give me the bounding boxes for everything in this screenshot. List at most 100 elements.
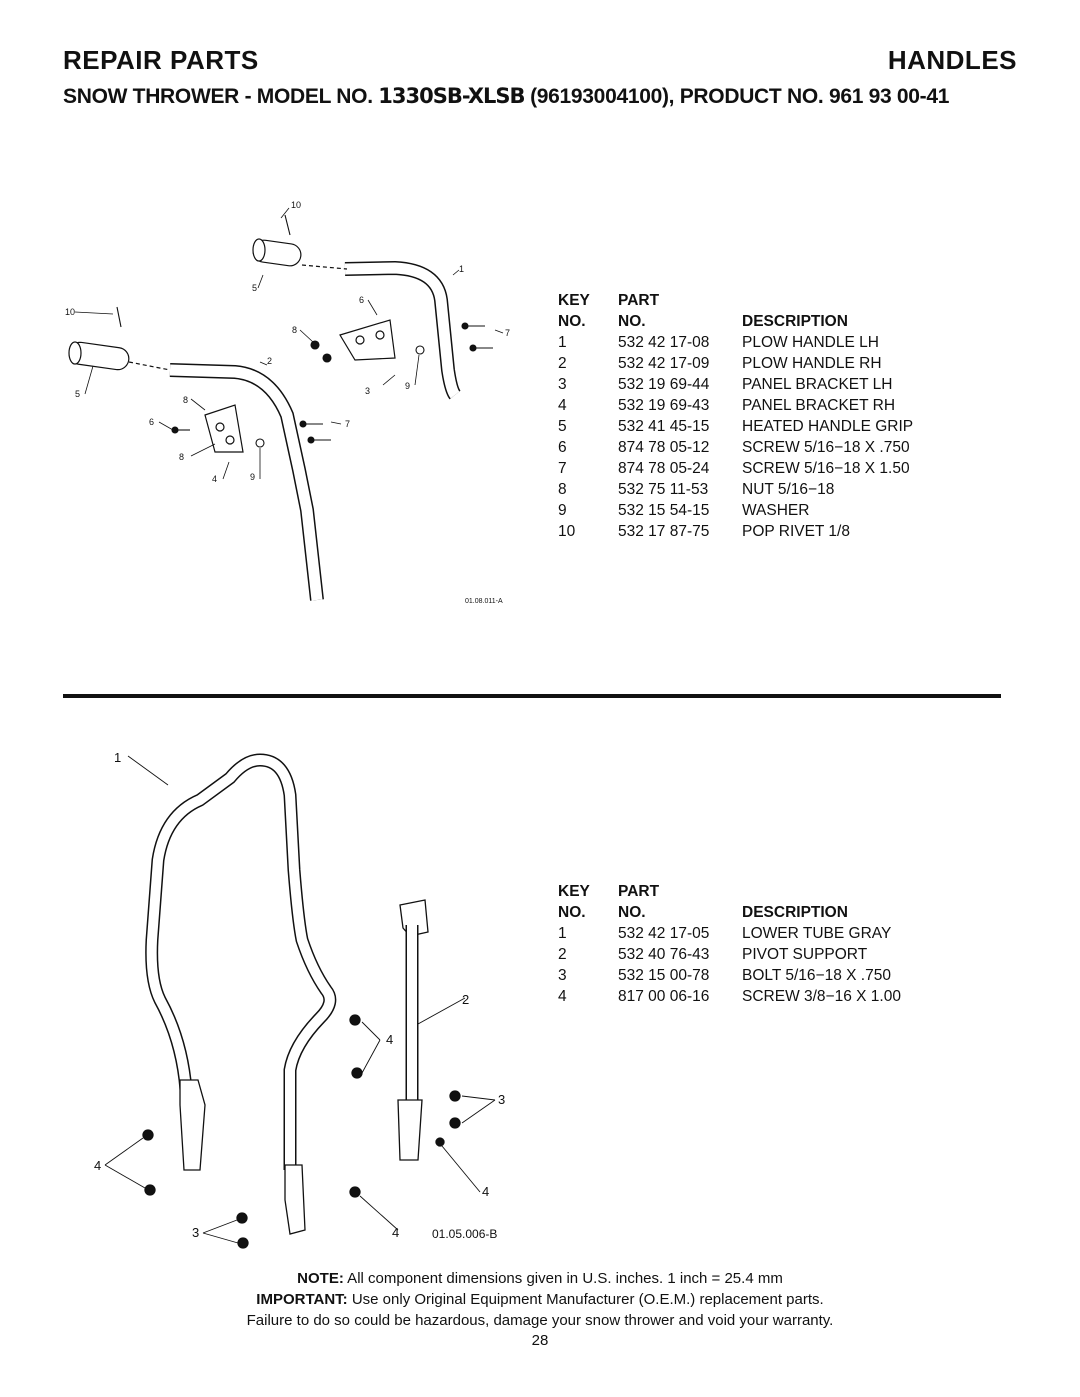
callout-4d: 4 [392, 1225, 399, 1240]
callout-3b: 3 [192, 1225, 199, 1240]
th-part-1: PART [618, 292, 660, 309]
important-label: IMPORTANT: [256, 1291, 348, 1308]
subtitle-prefix: SNOW THROWER - MODEL NO. [63, 85, 379, 108]
callout-6b: 6 [149, 417, 154, 427]
key-no: 9 [558, 502, 567, 519]
description: SCREW 5/16−18 X 1.50 [742, 460, 910, 477]
note-line: NOTE: All component dimensions given in … [0, 1268, 1080, 1289]
callout-3: 3 [365, 386, 370, 396]
table-row: 10 532 17 87-75 POP RIVET 1/8 [558, 521, 913, 542]
table-row: 4 532 19 69-43 PANEL BRACKET RH [558, 395, 913, 416]
description: BOLT 5/16−18 X .750 [742, 967, 891, 984]
callout-2: 2 [462, 992, 469, 1007]
th-key-2: NO. [558, 313, 586, 330]
description: SCREW 5/16−18 X .750 [742, 439, 910, 456]
description: LOWER TUBE GRAY [742, 925, 892, 942]
th-key-1: KEY [558, 292, 590, 309]
description: PIVOT SUPPORT [742, 946, 868, 963]
description: PANEL BRACKET RH [742, 397, 896, 414]
callout-10b: 10 [65, 307, 75, 317]
key-no: 3 [558, 376, 567, 393]
th-description: DESCRIPTION [742, 313, 848, 330]
figure-code: 01.05.006-B [432, 1227, 497, 1241]
description: NUT 5/16−18 [742, 481, 835, 498]
callout-8c: 8 [179, 452, 184, 462]
warning-line: Failure to do so could be hazardous, dam… [246, 1312, 834, 1329]
table-row: 3 532 15 00-78 BOLT 5/16−18 X .750 [558, 965, 901, 986]
part-no: 532 17 87-75 [618, 523, 710, 540]
figure-code: 01.08.011-A [465, 598, 503, 605]
table-row: 8 532 75 11-53 NUT 5/16−18 [558, 479, 913, 500]
th-description: DESCRIPTION [742, 904, 848, 921]
part-no: 532 75 11-53 [618, 481, 709, 498]
key-no: 2 [558, 355, 567, 372]
callout-1: 1 [114, 750, 121, 765]
page-number: 28 [531, 1332, 549, 1349]
th-key-1: KEY [558, 883, 590, 900]
part-no: 532 40 76-43 [618, 946, 710, 963]
key-no: 1 [558, 334, 567, 351]
description: PANEL BRACKET LH [742, 376, 893, 393]
th-key-2: NO. [558, 904, 586, 921]
key-no: 2 [558, 946, 567, 963]
part-no: 532 42 17-08 [618, 334, 710, 351]
key-no: 4 [558, 397, 567, 414]
callout-4c: 4 [482, 1184, 489, 1199]
callout-2: 2 [267, 356, 272, 366]
key-no: 5 [558, 418, 567, 435]
part-no: 874 78 05-12 [618, 439, 710, 456]
callout-4b: 4 [94, 1158, 101, 1173]
callout-7a: 7 [505, 328, 510, 338]
callout-1: 1 [459, 264, 464, 274]
table-row: 6 874 78 05-12 SCREW 5/16−18 X .750 [558, 437, 913, 458]
callout-8a: 8 [292, 325, 297, 335]
part-no: 874 78 05-24 [618, 460, 710, 477]
part-no: 532 42 17-09 [618, 355, 710, 372]
key-no: 3 [558, 967, 567, 984]
footer-notes: NOTE: All component dimensions given in … [0, 1268, 1080, 1331]
callout-8b: 8 [183, 395, 188, 405]
part-no: 532 15 00-78 [618, 967, 710, 984]
note-text: All component dimensions given in U.S. i… [343, 1270, 783, 1287]
callout-9a: 9 [405, 381, 410, 391]
table-row: 7 874 78 05-24 SCREW 5/16−18 X 1.50 [558, 458, 913, 479]
description: PLOW HANDLE RH [742, 355, 882, 372]
description: PLOW HANDLE LH [742, 334, 879, 351]
description: POP RIVET 1/8 [742, 523, 850, 540]
callout-9b: 9 [250, 472, 255, 482]
part-no: 532 19 69-43 [618, 397, 710, 414]
part-no: 532 42 17-05 [618, 925, 710, 942]
section-topic: HANDLES [887, 45, 1017, 75]
key-no: 10 [558, 523, 576, 540]
page-subtitle: SNOW THROWER - MODEL NO. 1330SB-XLSB (96… [63, 84, 1018, 109]
description: WASHER [742, 502, 810, 519]
subtitle-model: 1330SB-XLSB [378, 84, 525, 108]
table-row: 2 532 40 76-43 PIVOT SUPPORT [558, 944, 901, 965]
part-no: 532 15 54-15 [618, 502, 710, 519]
note-label: NOTE: [297, 1270, 344, 1287]
important-text: Use only Original Equipment Manufacturer… [347, 1291, 824, 1308]
key-no: 6 [558, 439, 567, 456]
key-no: 4 [558, 988, 567, 1005]
subtitle-suffix: (96193004100), PRODUCT NO. 961 93 00-41 [524, 85, 950, 108]
th-part-1: PART [618, 883, 660, 900]
callout-7b: 7 [345, 419, 350, 429]
lower-exploded-diagram: 1 2 4 3 4 4 3 4 01.05.006-B [80, 740, 540, 1260]
key-no: 8 [558, 481, 567, 498]
key-no: 7 [558, 460, 567, 477]
table-row: 2 532 42 17-09 PLOW HANDLE RH [558, 353, 913, 374]
description: SCREW 3/8−16 X 1.00 [742, 988, 901, 1005]
part-no: 532 41 45-15 [618, 418, 710, 435]
callout-3a: 3 [498, 1092, 505, 1107]
upper-exploded-diagram: 10 1 5 6 10 8 7 2 3 9 5 8 6 7 8 4 9 01.0… [55, 190, 535, 610]
callout-4: 4 [212, 474, 217, 484]
callout-5a: 5 [252, 283, 257, 293]
callout-4a: 4 [386, 1032, 393, 1047]
callout-6a: 6 [359, 295, 364, 305]
table-row: 1 532 42 17-08 PLOW HANDLE LH [558, 332, 913, 353]
callout-10a: 10 [291, 200, 301, 210]
